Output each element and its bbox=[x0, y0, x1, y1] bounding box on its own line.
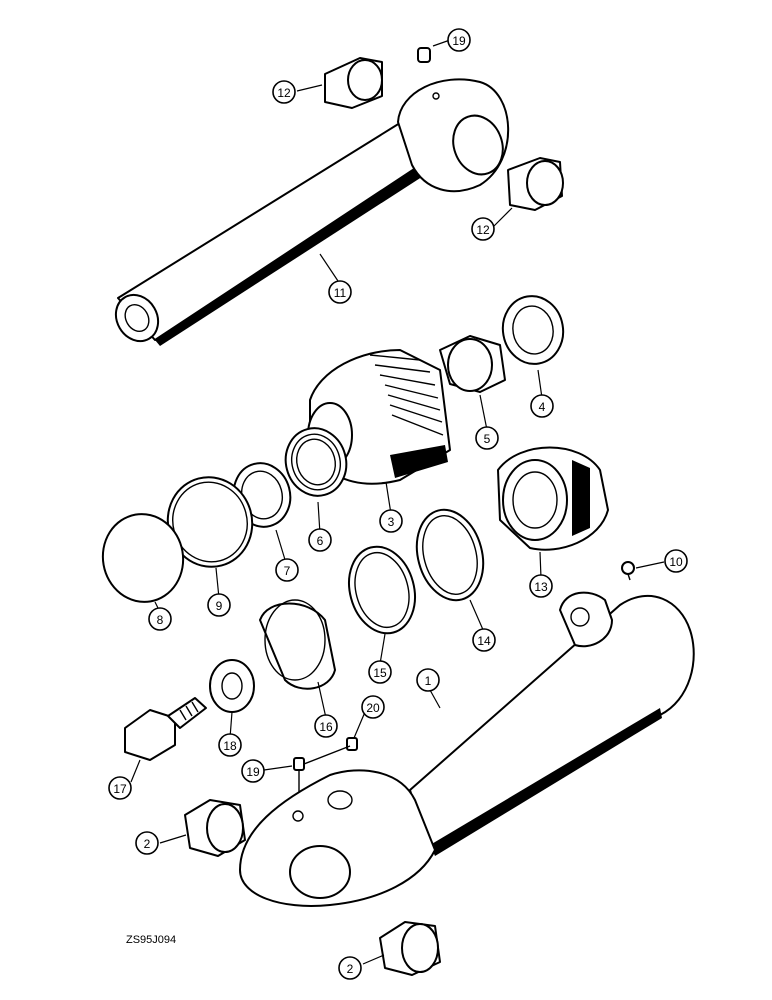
callout-number: 2 bbox=[144, 837, 151, 851]
callout-c5: 5 bbox=[475, 426, 499, 450]
bushing-12-right bbox=[507, 157, 564, 211]
callout-circle bbox=[471, 217, 495, 241]
callout-c16: 16 bbox=[314, 714, 338, 738]
callout-circle bbox=[475, 426, 499, 450]
bleed-screw-10 bbox=[621, 561, 635, 581]
callout-c19a: 19 bbox=[447, 28, 471, 52]
callout-circle bbox=[135, 831, 159, 855]
callout-circle bbox=[361, 695, 385, 719]
grease-fitting-19-bottom bbox=[293, 745, 351, 815]
wear-ring-16 bbox=[259, 599, 336, 690]
callout-labels: 19 12 12 11 4 5 3 6 7 9 8 13 10 14 15 16 1 20 18 19 17 2 2 bbox=[108, 28, 688, 980]
callout-c18: 18 bbox=[218, 733, 242, 757]
callout-c19b: 19 bbox=[241, 759, 265, 783]
callout-c10: 10 bbox=[664, 549, 688, 573]
callout-circle bbox=[207, 593, 231, 617]
callout-c11: 11 bbox=[328, 280, 352, 304]
callout-circle bbox=[530, 394, 554, 418]
callout-circle bbox=[108, 776, 132, 800]
washer-18 bbox=[209, 659, 255, 713]
callout-c6: 6 bbox=[308, 528, 332, 552]
callout-c17: 17 bbox=[108, 776, 132, 800]
callout-c15: 15 bbox=[368, 660, 392, 684]
callout-c3: 3 bbox=[379, 509, 403, 533]
callout-c1: 1 bbox=[416, 668, 440, 692]
callout-number: 14 bbox=[477, 634, 491, 648]
ring-15 bbox=[348, 545, 416, 635]
callout-number: 12 bbox=[277, 86, 291, 100]
callout-number: 12 bbox=[476, 223, 490, 237]
callout-circle bbox=[664, 549, 688, 573]
callout-c9: 9 bbox=[207, 593, 231, 617]
callout-circle bbox=[338, 956, 362, 980]
callout-circle bbox=[272, 80, 296, 104]
callout-c8: 8 bbox=[148, 607, 172, 631]
callout-circle bbox=[529, 574, 553, 598]
callout-circle bbox=[416, 668, 440, 692]
callout-c4: 4 bbox=[530, 394, 554, 418]
backup-ring-6 bbox=[284, 427, 348, 497]
bushing-5 bbox=[439, 335, 506, 393]
callout-number: 11 bbox=[334, 286, 347, 300]
callout-number: 17 bbox=[113, 782, 127, 796]
callout-circle bbox=[308, 528, 332, 552]
callout-circle bbox=[218, 733, 242, 757]
callout-circle bbox=[314, 714, 338, 738]
bushing-2-lower bbox=[379, 921, 441, 976]
piston-rod-11 bbox=[114, 78, 510, 346]
callout-c12b: 12 bbox=[471, 217, 495, 241]
callout-number: 9 bbox=[216, 599, 223, 613]
grease-fitting-19-top bbox=[417, 47, 431, 63]
callout-c20: 20 bbox=[361, 695, 385, 719]
callout-number: 19 bbox=[452, 34, 466, 48]
bushing-2-upper bbox=[184, 799, 246, 857]
bolt-17 bbox=[124, 697, 207, 761]
callout-number: 19 bbox=[246, 765, 260, 779]
callout-number: 18 bbox=[223, 739, 237, 753]
callout-circle bbox=[472, 628, 496, 652]
callout-number: 7 bbox=[284, 564, 291, 578]
callout-c7: 7 bbox=[275, 558, 299, 582]
callout-circle bbox=[148, 607, 172, 631]
callout-number: 16 bbox=[319, 720, 333, 734]
callout-number: 20 bbox=[366, 701, 380, 715]
callout-number: 10 bbox=[669, 555, 683, 569]
callout-number: 8 bbox=[157, 613, 164, 627]
callout-number: 4 bbox=[539, 400, 546, 414]
callout-circle bbox=[447, 28, 471, 52]
wiper-ring-4 bbox=[501, 295, 565, 365]
callout-circle bbox=[328, 280, 352, 304]
o-ring-8 bbox=[101, 513, 185, 603]
callout-number: 6 bbox=[317, 534, 324, 548]
callout-circle bbox=[241, 759, 265, 783]
callout-c2a: 2 bbox=[135, 831, 159, 855]
callout-number: 1 bbox=[425, 674, 432, 688]
callout-c12a: 12 bbox=[272, 80, 296, 104]
callout-number: 2 bbox=[347, 962, 354, 976]
bushing-12-left bbox=[324, 57, 383, 109]
piston-13 bbox=[497, 446, 609, 551]
callout-circle bbox=[275, 558, 299, 582]
drawing-reference-code: ZS95J094 bbox=[126, 934, 176, 946]
callout-number: 3 bbox=[388, 515, 395, 529]
callout-number: 5 bbox=[484, 432, 491, 446]
grease-fitting-20 bbox=[346, 737, 358, 751]
callout-c13: 13 bbox=[529, 574, 553, 598]
cylinder-barrel-1 bbox=[239, 591, 695, 907]
callout-number: 15 bbox=[373, 666, 387, 680]
callout-c2b: 2 bbox=[338, 956, 362, 980]
ring-14 bbox=[415, 508, 485, 602]
callout-c14: 14 bbox=[472, 628, 496, 652]
callout-circle bbox=[379, 509, 403, 533]
callout-number: 13 bbox=[534, 580, 548, 594]
callout-circle bbox=[368, 660, 392, 684]
